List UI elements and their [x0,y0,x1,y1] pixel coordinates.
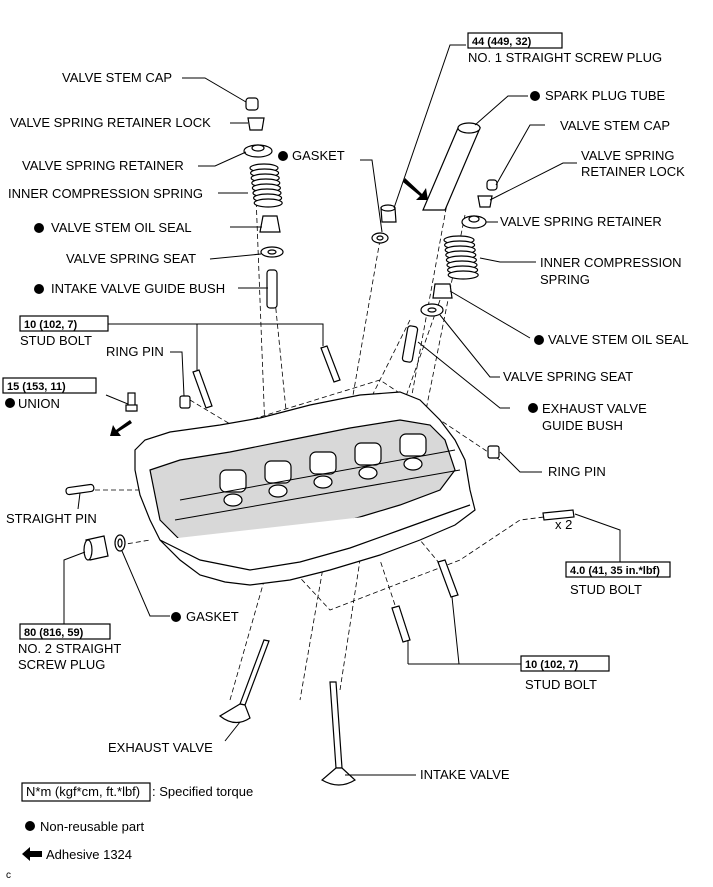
label-stud-bolt-1: STUD BOLT [20,333,92,348]
leader-lines [63,44,621,776]
label-no1-plug: NO. 1 STRAIGHT SCREW PLUG [468,50,662,65]
label-spring-seat-left: VALVE SPRING SEAT [66,251,196,266]
torque-box-stud-bolt-1: 10 (102, 7) [19,315,109,332]
label-inner-spring-right-2: SPRING [540,272,590,287]
label-valve-stem-cap-right: VALVE STEM CAP [560,118,670,133]
filled-circle-icon [534,335,544,345]
label-ring-pin-right: RING PIN [548,464,606,479]
filled-circle-icon [5,398,15,408]
retainer-lock-left [247,117,265,131]
label-spark-plug-tube: SPARK PLUG TUBE [545,88,665,103]
label-exhaust-bush-2: GUIDE BUSH [542,418,623,433]
label-intake-bush: INTAKE VALVE GUIDE BUSH [51,281,225,296]
ring-pin-right [487,445,500,459]
inner-spring-left [249,163,283,208]
label-inner-spring-right-1: INNER COMPRESSION [540,255,682,270]
intake-valve-part [320,681,356,786]
adhesive-arrow-tube [403,178,428,200]
cylinder-head [134,391,476,586]
torque-value: 15 (153, 11) [7,381,66,393]
stud-bolt-lower-left [391,605,411,643]
label-oil-seal-left: VALVE STEM OIL SEAL [51,220,192,235]
torque-box-no2-plug: 80 (816, 59) [19,623,111,640]
part-labels: VALVE STEM CAP VALVE SPRING RETAINER LOC… [6,50,689,782]
intake-guide-bush [266,269,278,309]
spark-plug-tube [422,127,481,211]
stud-bolt-small [542,509,575,521]
label-intake-valve: INTAKE VALVE [420,767,510,782]
filled-circle-icon [34,223,44,233]
label-exhaust-valve: EXHAUST VALVE [108,740,213,755]
label-stud-bolt-3: STUD BOLT [525,677,597,692]
exhaust-valve-part [218,639,270,724]
no1-straight-screw-plug [380,204,397,223]
filled-circle-icon [25,821,35,831]
legend-torque-box [21,782,151,802]
adhesive-arrow-union [110,420,132,436]
non-reusable-markers [5,91,544,622]
legend: N*m (kgf*cm, ft.*lbf) : Specified torque… [6,782,253,881]
torque-value: 10 (102, 7) [24,319,78,331]
oil-seal-left [259,215,281,233]
right-valve-parts [401,122,498,363]
legend-non-reusable: Non-reusable part [40,819,144,834]
label-union: UNION [18,396,60,411]
torque-box-stud-bolt-2: 4.0 (41, 35 in.*lbf) [565,561,671,578]
filled-circle-icon [171,612,181,622]
filled-circle-icon [530,91,540,101]
label-retainer-lock-right-2: RETAINER LOCK [581,164,685,179]
legend-torque-desc: : Specified torque [152,784,253,799]
label-stud-bolt-2: STUD BOLT [570,582,642,597]
label-straight-pin: STRAIGHT PIN [6,511,97,526]
union-part [125,392,138,412]
label-retainer-left: VALVE SPRING RETAINER [22,158,184,173]
stud-bolt-lower-right [437,559,459,598]
label-spring-seat-right: VALVE SPRING SEAT [503,369,633,384]
label-gasket-bottom: GASKET [186,609,239,624]
label-valve-stem-cap-left: VALVE STEM CAP [62,70,172,85]
label-gasket-top: GASKET [292,148,345,163]
stud-bolts-upper [192,345,341,409]
valve-stem-cap-right [486,179,498,191]
label-retainer-lock-right-1: VALVE SPRING [581,148,674,163]
label-no2-plug-2: SCREW PLUG [18,657,105,672]
torque-value: 4.0 (41, 35 in.*lbf) [570,565,660,577]
label-retainer-lock-left: VALVE SPRING RETAINER LOCK [10,115,211,130]
torque-box-stud-bolt-3: 10 (102, 7) [520,655,610,672]
filled-circle-icon [34,284,44,294]
label-no2-plug-1: NO. 2 STRAIGHT [18,641,121,656]
oil-seal-right [432,283,453,299]
exhaust-guide-bush [401,325,419,363]
torque-box-no1-plug: 44 (449, 32) [467,32,563,49]
no2-straight-screw-plug [83,535,109,561]
label-x2: x 2 [555,517,572,532]
filled-circle-icon [278,151,288,161]
ring-pin-left [179,395,191,409]
filled-circle-icon [528,403,538,413]
left-valve-parts [243,97,284,309]
torque-value: 44 (449, 32) [472,36,532,48]
torque-box-union: 15 (153, 11) [2,377,97,394]
label-oil-seal-right: VALVE STEM OIL SEAL [548,332,689,347]
label-exhaust-bush-1: EXHAUST VALVE [542,401,647,416]
label-inner-spring-left: INNER COMPRESSION SPRING [8,186,203,201]
valve-stem-cap-left [245,97,259,111]
retainer-lock-right [477,195,493,208]
torque-value: 80 (816, 59) [24,627,84,639]
label-ring-pin-left: RING PIN [106,344,164,359]
legend-adhesive: Adhesive 1324 [46,847,132,862]
inner-spring-right [443,235,479,280]
left-arrow-icon [22,847,42,861]
straight-pin [65,483,95,496]
label-retainer-right: VALVE SPRING RETAINER [500,214,662,229]
legend-torque-units: N*m (kgf*cm, ft.*lbf) [26,784,140,799]
torque-value: 10 (102, 7) [525,659,579,671]
corner-mark: c [6,870,11,881]
